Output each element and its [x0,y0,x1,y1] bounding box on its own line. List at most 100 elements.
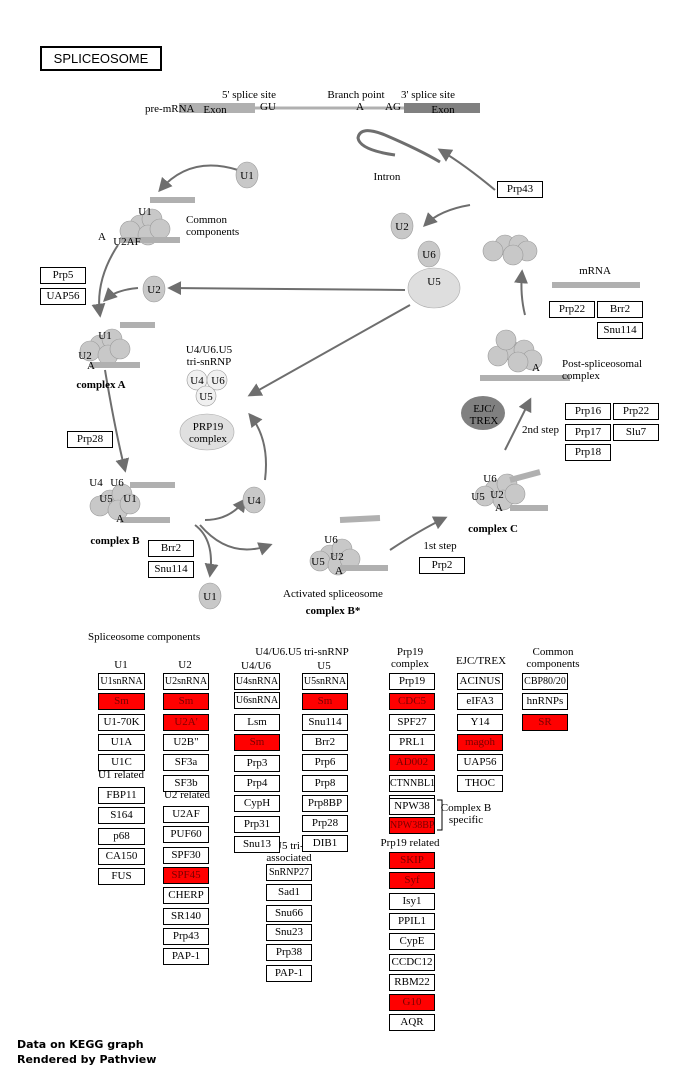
legend-gene-prp19rel-cype: CypE [389,933,435,951]
snrnp-particle [482,240,504,262]
arrow-to-activated [199,524,273,556]
legend-gene-u2-sm: Sm [163,693,209,711]
legend-gene-u2rel-puf60: PUF60 [163,826,209,844]
u1-particle-top [235,161,259,189]
legend-gene-u5-snu114: Snu114 [302,713,348,731]
legend-gene-u2-sf3a: SF3a [163,754,209,772]
gene-node-prp17: Prp17 [565,424,611,441]
legend-gene-trib-pap-1: PAP-1 [266,964,312,982]
legend-gene-ejc-thoc: THOC [457,774,503,792]
legend-gene-u1-u1c: U1C [98,754,145,772]
legend-gene-common-sr: SR [522,713,568,731]
legend-gene-u2rel-u2af: U2AF [163,806,209,823]
label-u2: U2 [490,489,504,501]
label-pre-mrna: pre-mRNA [145,103,195,115]
label-u2: U2 [330,551,344,563]
gene-node-prp2: Prp2 [419,557,465,574]
legend-gene-prp19-prp19: Prp19 [389,673,435,690]
legend-gene-trib-snu23: Snu23 [266,924,312,941]
legend-gene-u1-u1a: U1A [98,733,145,751]
label-gu: GU [260,101,276,113]
arrow-intron-release [437,148,496,191]
legend-gene-u4u6a-u4snrna: U4snRNA [234,673,280,690]
label-first-step: 1st step [423,540,457,552]
legend-header-tri: U4/U6.U5 tri-snRNP [255,646,349,658]
gene-node-slu7: Slu7 [613,424,659,441]
label-u5: U5 [471,491,485,503]
legend-gene-u4u6b-prp31: Prp31 [234,815,280,833]
gene-node-uap56: UAP56 [40,288,86,305]
legend-gene-prp19rel-syf: Syf [389,872,435,890]
label-ag: AG [385,101,401,113]
label-mrna: mRNA [579,265,611,277]
legend-gene-u1rel-p68: p68 [98,827,145,845]
u5-particle-recycle [407,267,461,309]
tri-snrnp-particle-2 [195,385,217,407]
label-u4: U4 [247,495,261,507]
label-u6: U6 [110,477,124,489]
legend-gene-u1-u1-70k: U1-70K [98,713,145,731]
legend-gene-prp19rel-skip: SKIP [389,852,435,869]
legend-gene-u2-u2b-: U2B" [163,733,209,751]
label-u1: U1 [240,170,254,182]
gene-node-prp5: Prp5 [40,267,86,284]
gene-node-prp16: Prp16 [565,403,611,420]
legend-gene-tria-snrnp27: SnRNP27 [266,864,312,881]
legend-gene-u5-prp8bp: Prp8BP [302,794,348,812]
label-complex-c: complex C [468,523,518,535]
label-a: A [356,101,364,113]
legend-gene-cbs-npw38: NPW38 [389,798,435,815]
u1-particle-release [198,582,222,610]
label-u2af: U2AF [113,236,141,248]
u2-particle-free [142,275,166,303]
label-u4: U4 [89,477,103,489]
legend-gene-u2-u2a-: U2A' [163,713,209,731]
ejc-trex-particle [461,396,505,430]
legend-gene-tria-snu66: Snu66 [266,904,312,922]
legend-gene-u2rel-cherp: CHERP [163,887,209,905]
label-a: A [335,565,343,577]
arrow-u1-release [194,524,219,578]
label-u2: U2 [395,221,409,233]
snrnp-particle [149,218,171,240]
label-complex-b: complex B [90,535,140,547]
legend-gene-ejc-uap56: UAP56 [457,754,503,772]
label-u5: U5 [99,493,113,505]
label-a: A [532,362,540,374]
label-u1: U1 [98,330,112,342]
legend-gene-u5-brr2: Brr2 [302,733,348,751]
legend-gene-prp19-cdc5: CDC5 [389,693,435,711]
footer-line-1: Data on KEGG graph [17,1038,144,1051]
footer: Data on KEGG graph Rendered by Pathview [17,1037,156,1067]
legend-header-ejc: EJC/TREX [455,655,507,667]
arrow-u4-release [204,497,247,521]
arrow-u4-recycle [248,412,267,481]
gene-node-prp18: Prp18 [565,444,611,461]
label-u6: U6 [211,375,225,387]
u6-particle-recycle [417,240,441,268]
complex-a-cluster [79,328,131,366]
legend-gene-u4u6b-prp4: Prp4 [234,774,280,792]
snrnp-particle [504,483,526,505]
snrnp-particle [507,351,529,373]
label-u1: U1 [123,493,137,505]
released-complex-cluster [482,234,538,266]
label-u1: U1 [203,591,217,603]
prp19-complex-particle [179,413,235,451]
label-u6: U6 [324,534,338,546]
legend-gene-trib-prp38: Prp38 [266,944,312,962]
legend-gene-prp19-ad002: AD002 [389,754,435,772]
snrnp-particle [495,329,517,351]
legend-gene-u2rel-pap-1: PAP-1 [163,948,209,966]
legend-gene-u1rel-fbp11: FBP11 [98,787,145,804]
legend-gene-u1-u1snrna: U1snRNA [98,673,145,690]
gene-node-prp43: Prp43 [497,181,543,198]
legend-header-u2: U2 [178,659,192,671]
label-u5: U5 [427,276,441,288]
label-intron: Intron [373,171,401,183]
legend-gene-cbs-npw38bp: NPW38BP [389,816,435,834]
post-spliceosomal-cluster [487,329,543,373]
snrnp-particle [119,493,141,515]
arrow-u2-join [103,287,139,302]
